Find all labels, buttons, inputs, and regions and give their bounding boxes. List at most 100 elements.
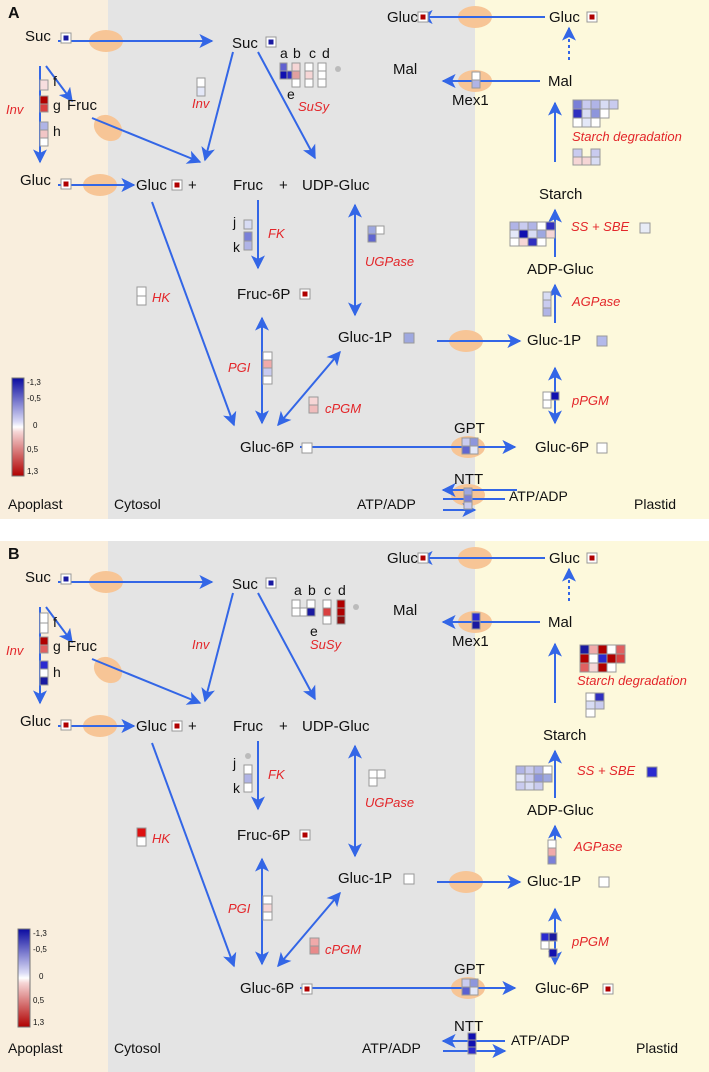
heat-cell: [336, 607, 346, 617]
heat-cell: [540, 932, 550, 942]
heat-cell: [308, 396, 319, 406]
plus-sign: +: [188, 177, 197, 194]
gpt-label: GPT: [454, 420, 485, 437]
gluc-plastid: Gluc: [549, 550, 580, 567]
ppgm: pPGM: [571, 934, 609, 949]
gene-letter-c: c: [324, 582, 331, 598]
fruc-6p: Fruc-6P: [237, 286, 290, 303]
grey-dot: [353, 604, 359, 610]
heat-cell: [336, 615, 346, 625]
gene-letter-h: h: [53, 664, 61, 680]
heat-cell: [606, 662, 617, 673]
heat-cell: [196, 77, 206, 88]
mex1-label: Mex1: [452, 92, 489, 109]
heat-cell: [572, 148, 583, 158]
heat-cell: [375, 225, 385, 235]
heat-cell: [590, 156, 601, 166]
heat-cell: [39, 636, 49, 646]
gluc-plastid: Gluc: [549, 9, 580, 26]
gluc-1p-plastid: Gluc-1P: [527, 873, 581, 890]
heat-cell: [461, 986, 471, 996]
heat-cell: [606, 644, 617, 655]
heat-cell: [308, 404, 319, 414]
legend-tick: 0,5: [33, 996, 45, 1005]
heat-cell: [542, 307, 552, 317]
gene-letter-g: g: [53, 638, 61, 654]
heat-cell: [548, 932, 558, 942]
region-cytosol: Cytosol: [114, 496, 161, 512]
heat-cell: [542, 291, 552, 301]
heat-cell: [467, 1032, 477, 1041]
gene-letter-d: d: [338, 582, 346, 598]
ppgm: pPGM: [571, 393, 609, 408]
gene-letter-k: k: [233, 239, 241, 255]
level-box: [639, 222, 651, 234]
heat-cell: [291, 607, 301, 617]
ugpase: UGPase: [365, 254, 414, 269]
heat-cell: [597, 662, 608, 673]
fruc-apoplast: Fruc: [67, 638, 98, 655]
gluc-apoplast: Gluc: [20, 713, 51, 730]
heat-cell: [279, 70, 288, 80]
heat-cell: [542, 399, 552, 409]
gene-letter-b: b: [293, 45, 301, 61]
heat-cell: [262, 367, 273, 377]
heat-cell: [322, 615, 332, 625]
heat-cell: [463, 494, 473, 503]
ss-sbe: SS + SBE: [577, 763, 635, 778]
heat-cell: [597, 644, 608, 655]
heat-cell: [463, 487, 473, 496]
heat-cell: [291, 62, 301, 72]
gene-letter-c: c: [309, 45, 316, 61]
heat-cell: [594, 692, 605, 702]
adp-gluc: ADP-Gluc: [527, 261, 594, 278]
heat-cell: [615, 653, 626, 664]
heat-cell: [336, 599, 346, 609]
fk: FK: [268, 767, 286, 782]
legend-tick: 0: [39, 972, 44, 981]
gene-letter-e: e: [310, 623, 318, 639]
region-cytosol: Cytosol: [114, 1040, 161, 1056]
heat-cell: [376, 769, 386, 779]
heat-cell: [590, 148, 601, 158]
agpase: AGPase: [573, 839, 622, 854]
heat-cell: [542, 765, 553, 775]
heat-cell: [572, 108, 583, 119]
gluc-6p-cytosol: Gluc-6P: [240, 980, 294, 997]
heat-cell: [467, 1039, 477, 1048]
heat-cell: [461, 445, 471, 455]
heat-cell: [536, 229, 547, 239]
heat-cell: [509, 221, 520, 231]
heat-cell: [317, 62, 327, 72]
mal-cytosol: Mal: [393, 602, 417, 619]
heat-cell: [606, 653, 617, 664]
fruc-cytosol: Fruc: [233, 177, 264, 194]
heat-cell: [588, 653, 599, 664]
legend-tick: -1,3: [33, 929, 47, 938]
starch: Starch: [539, 186, 582, 203]
level-box: [596, 442, 608, 454]
udp-gluc: UDP-Gluc: [302, 177, 370, 194]
heat-cell: [527, 237, 538, 247]
heat-cell: [585, 692, 596, 702]
heat-cell: [548, 948, 558, 958]
heat-cell: [547, 847, 557, 857]
mex1-label: Mex1: [452, 633, 489, 650]
heat-cell: [585, 700, 596, 710]
heat-cell: [136, 295, 147, 306]
udp-gluc: UDP-Gluc: [302, 718, 370, 735]
level-box: [301, 442, 313, 454]
heat-cell: [542, 391, 552, 401]
heat-cell: [536, 237, 547, 247]
heat-cell: [39, 644, 49, 654]
heat-cell: [368, 777, 378, 787]
grey-dot: [245, 753, 251, 759]
gluc-top-left: Gluc: [387, 9, 418, 26]
heat-cell: [615, 644, 626, 655]
legend-tick: 0: [33, 421, 38, 430]
heat-cell: [599, 108, 610, 119]
grey-dot: [335, 66, 341, 72]
heat-cell: [39, 129, 49, 139]
heat-cell: [542, 773, 553, 783]
